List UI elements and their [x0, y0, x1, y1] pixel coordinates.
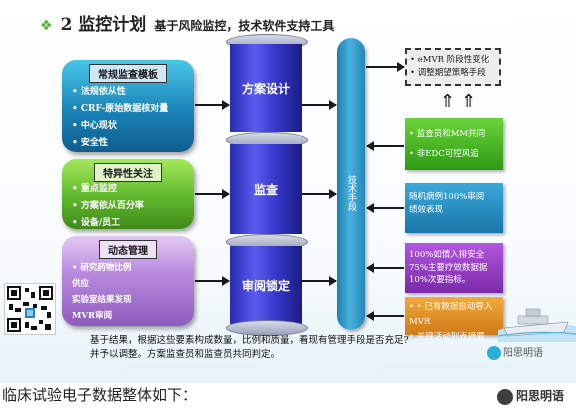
list-item: 非EDC可控风追	[409, 144, 499, 164]
emvr-box: eMVR 阶段性变化 调整期望策略手段	[405, 48, 501, 86]
cylinder-segment-review-lock: 审阅锁定	[230, 246, 302, 324]
watermark-bottom: 阳思明语	[497, 387, 564, 405]
page-title: 2 监控计划	[60, 15, 147, 35]
qr-code-icon	[4, 283, 56, 335]
list-item: 绩效表现	[409, 205, 444, 215]
list-item: MVR审阅	[72, 311, 113, 321]
list-item: 10%次要指标。	[409, 275, 471, 285]
process-cylinder: 方案设计 监查 审阅锁定	[226, 34, 308, 336]
arrow-right-icon	[195, 100, 230, 110]
arrow-right-icon	[302, 100, 337, 110]
tech-means-label: 技术手段	[346, 175, 356, 211]
list-item: 重点监控	[72, 181, 144, 198]
panel-heading: 特异性关注	[94, 163, 162, 182]
percentage-review-box: 100%如情入排安全 75%主要疗效数据据 10%次要指标。	[405, 243, 503, 293]
watermark-text: 阳思明语	[516, 389, 565, 403]
tech-means-bar	[337, 38, 365, 330]
list-item: 方案依从百分率	[72, 198, 144, 215]
random-case-review-box: 随机病例100%审阅 绩效表现	[405, 183, 503, 233]
auto-import-box: • 已有数据自动导入MVR 关键活动列表摘要	[405, 297, 503, 342]
specific-focus-panel: 特异性关注 重点监控 方案依从百分率 设备/员工	[62, 159, 194, 229]
list-item: • 已有数据自动导入MVR	[409, 300, 499, 330]
wechat-badge-icon	[497, 388, 513, 405]
footer-text: 基于结果，根据这些要素构成数量，比例和质量，看现有管理手段是否充足? 并予以调整…	[90, 334, 490, 362]
arrow-right-icon	[302, 276, 337, 286]
arrow-right-icon	[302, 189, 337, 199]
arrow-left-icon	[366, 311, 404, 321]
arrow-right-icon	[366, 62, 405, 72]
up-arrow-icon: ⇑	[461, 91, 477, 112]
list-item: • 研究药物比例	[72, 263, 132, 273]
panel-heading: 常规监查模板	[89, 64, 167, 83]
arrow-left-icon	[366, 263, 404, 273]
arrow-right-icon	[195, 276, 230, 286]
routine-monitoring-panel: 常规监查模板 法规依从性 CRF-原始数据核对量 中心现状 安全性	[62, 60, 194, 152]
segment-label: 监查	[253, 182, 278, 197]
list-item: 实验室结果发现	[72, 295, 132, 305]
list-item: 100%如情入排安全	[409, 250, 485, 260]
list-item: 关键活动列表摘要	[409, 330, 499, 345]
arrow-left-icon	[366, 141, 404, 151]
cylinder-segment-design: 方案设计	[230, 44, 302, 132]
dynamic-management-panel: 动态管理 • 研究药物比例 供应 实验室结果发现 MVR审阅	[62, 236, 194, 326]
list-item: CRF-原始数据核对量	[72, 101, 168, 118]
list-item: 供应	[72, 279, 90, 289]
segment-label: 方案设计	[241, 81, 290, 96]
watermark: 阳思明语	[487, 344, 543, 360]
monitor-mm-box: 监查员和MM共同 非EDC可控风追	[405, 118, 503, 170]
list-item: 随机病例100%审阅	[409, 192, 485, 202]
cylinder-ring	[226, 320, 308, 336]
arrow-left-icon	[366, 203, 404, 213]
segment-label: 审阅锁定	[241, 278, 290, 293]
arrow-right-icon	[195, 189, 230, 199]
up-arrows: ⇑ ⇑	[440, 88, 476, 116]
list-item: 中心现状	[72, 118, 168, 135]
list-item: 设备/员工	[72, 215, 144, 232]
ship-icon	[498, 308, 576, 342]
watermark-text: 阳思明语	[503, 348, 543, 359]
footer-line: 并予以调整。方案监查员和监查员共同判定。	[90, 349, 281, 360]
wechat-badge-icon	[487, 346, 501, 360]
list-item: 监查员和MM共同	[409, 124, 499, 144]
list-item: 调整期望策略手段	[410, 67, 499, 80]
cylinder-segment-monitor: 监查	[230, 144, 302, 234]
list-item: 75%主要疗效数据据	[409, 262, 488, 273]
title-row: ❖ 2 监控计划 基于风险监控，技术软件支持工具	[40, 10, 335, 35]
diamond-bullet-icon: ❖	[40, 18, 53, 34]
list-item: eMVR 阶段性变化	[410, 54, 499, 67]
panel-heading: 动态管理	[99, 240, 157, 259]
list-item: 安全性	[72, 135, 168, 152]
list-item: 法规依从性	[72, 84, 168, 101]
slide: ❖ 2 监控计划 基于风险监控，技术软件支持工具 常规监查模板 法规依从性 CR…	[0, 0, 576, 383]
footer-line: 基于结果，根据这些要素构成数量，比例和质量，看现有管理手段是否充足?	[90, 335, 409, 346]
page-subtitle: 基于风险监控，技术软件支持工具	[154, 19, 335, 33]
caption: 临床试验电子数据整体如下：	[2, 386, 198, 404]
up-arrow-icon: ⇑	[440, 91, 456, 112]
